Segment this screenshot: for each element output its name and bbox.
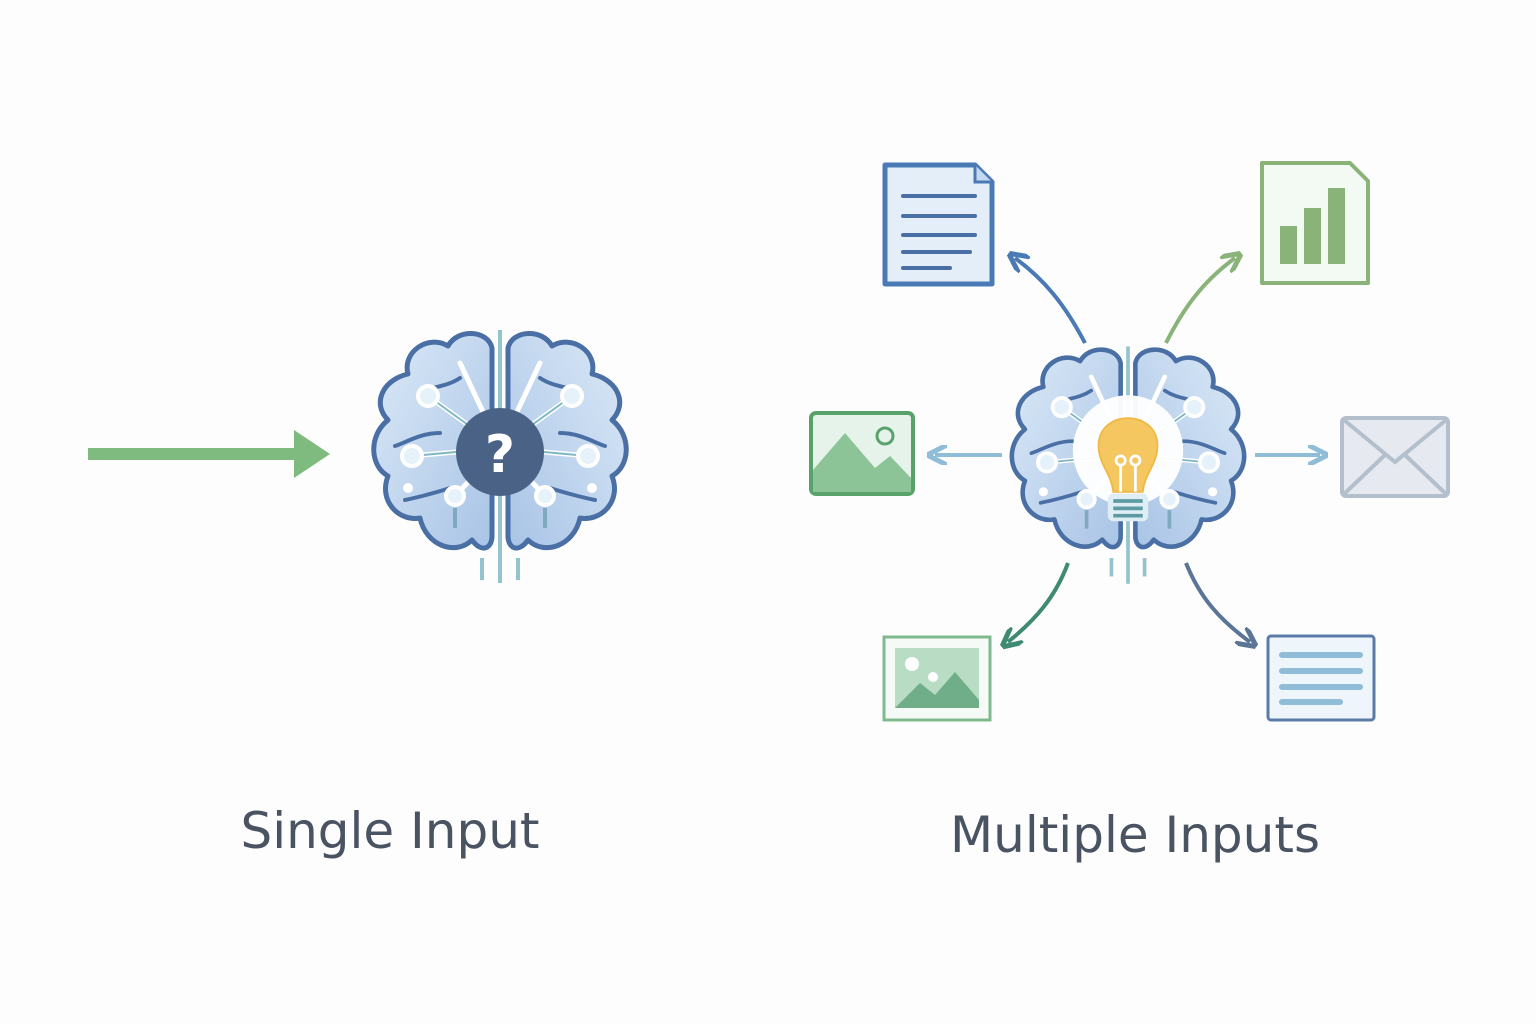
text-card-icon bbox=[1266, 634, 1376, 722]
multiple-inputs-label: Multiple Inputs bbox=[950, 806, 1320, 864]
arrow-to-document bbox=[1015, 258, 1087, 344]
image-icon bbox=[809, 411, 915, 496]
input-arrow bbox=[88, 430, 330, 478]
brain-with-lightbulb-icon bbox=[1012, 346, 1244, 584]
arrow-to-text-card bbox=[1184, 562, 1250, 642]
photo-icon bbox=[882, 635, 992, 722]
question-mark-icon: ? bbox=[485, 425, 515, 485]
single-input-panel: ? Single Input bbox=[88, 330, 626, 860]
single-input-label: Single Input bbox=[240, 802, 539, 860]
brain-icon: ? bbox=[374, 330, 627, 583]
arrow-to-chart bbox=[1164, 258, 1235, 344]
lightbulb-icon bbox=[1097, 417, 1159, 522]
document-icon bbox=[882, 162, 995, 287]
arrow-to-photo bbox=[1008, 562, 1070, 642]
question-circle bbox=[456, 408, 544, 496]
bar-chart-document-icon bbox=[1260, 161, 1370, 285]
multiple-inputs-panel: Multiple Inputs bbox=[809, 161, 1450, 864]
envelope-icon bbox=[1340, 416, 1450, 498]
